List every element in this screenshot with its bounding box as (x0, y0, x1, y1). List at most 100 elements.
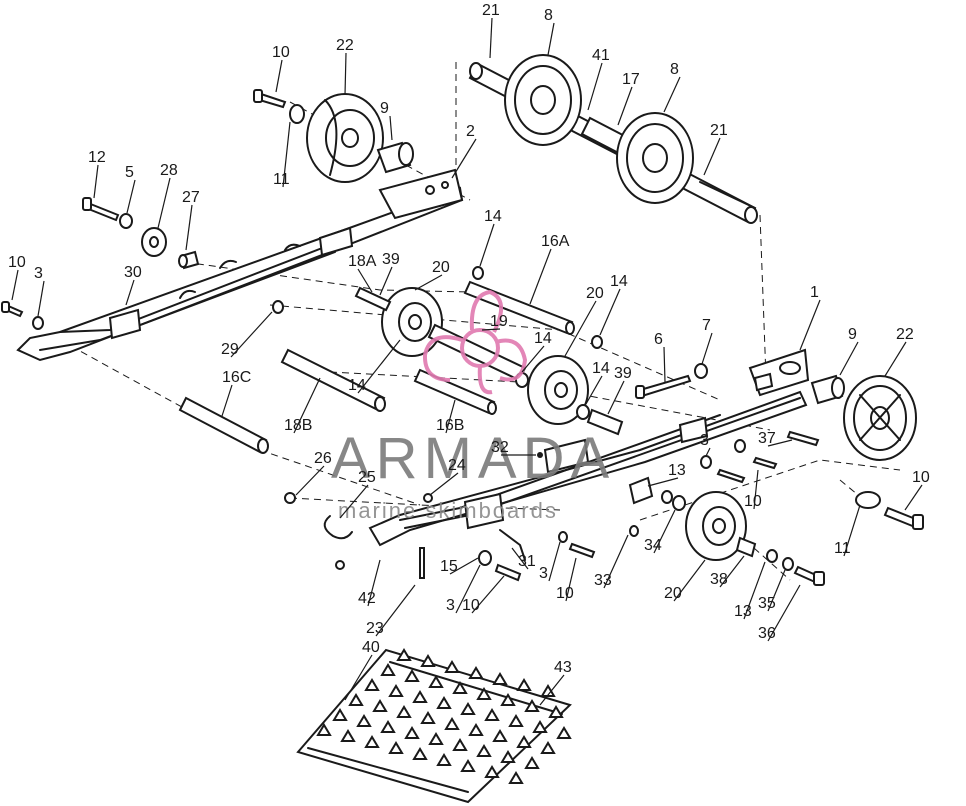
track-cleat (348, 693, 364, 706)
track-cleat (428, 732, 444, 745)
track-cleat (428, 675, 444, 688)
watermark: ARMADA marine skimboards (331, 289, 609, 523)
callout-label-c34: 34 (644, 537, 662, 554)
callout-label-c30: 30 (124, 264, 142, 281)
spacer-27 (178, 250, 200, 270)
callout-label-c3d: 3 (446, 597, 455, 614)
callout-leader-c14a (479, 223, 495, 267)
track-cleat (508, 714, 524, 727)
track-cleat (372, 699, 388, 712)
track-cleat (508, 771, 524, 784)
axle-18A (354, 286, 392, 312)
callout-leader-c3b (705, 447, 711, 457)
callout-label-c26: 26 (314, 450, 332, 467)
bolt-10-right-far (883, 506, 924, 530)
washer-14-d (576, 404, 590, 420)
callout-leader-c36 (767, 584, 801, 642)
track-cleat (420, 711, 436, 724)
callout-leader-c3c (548, 541, 561, 582)
washer-14-a (472, 266, 484, 280)
callout-leader-c30 (125, 279, 135, 306)
callout-label-c14d: 14 (592, 360, 610, 377)
callout-leader-c41 (587, 62, 603, 111)
bolt-10-upper (253, 89, 287, 109)
callout-leader-c13b (743, 561, 766, 620)
track-cleat (364, 678, 380, 691)
track-cleats (316, 648, 572, 784)
track-cleat (468, 723, 484, 736)
callout-leader-c10a (275, 59, 283, 93)
callout-leader-c39a (379, 266, 393, 296)
track-cleat (380, 663, 396, 676)
washer-34 (672, 495, 686, 511)
callout-label-c16C: 16C (222, 369, 251, 386)
callout-label-c15: 15 (440, 558, 458, 575)
callout-label-c21a: 21 (482, 2, 500, 19)
callout-label-c10f: 10 (462, 597, 480, 614)
callout-leader-c14d (585, 375, 603, 405)
track-cleat (444, 717, 460, 730)
callout-label-c35: 35 (758, 595, 776, 612)
callout-leader-c29 (230, 311, 273, 358)
callout-label-c3c: 3 (539, 565, 548, 582)
callout-leader-c18A (357, 268, 373, 293)
callout-label-c31: 31 (518, 553, 536, 570)
callout-label-c24: 24 (448, 457, 466, 474)
callout-leader-c28 (157, 177, 171, 229)
bolt-10-left (1, 301, 24, 318)
track-cleat (436, 696, 452, 709)
callout-label-c38: 38 (710, 571, 728, 588)
track-cleat (364, 735, 380, 748)
screw-23 (419, 547, 425, 579)
spacer-9-upper (376, 141, 414, 174)
callout-leader-c8a (547, 22, 555, 56)
callout-label-c41: 41 (592, 47, 610, 64)
callout-leader-c39b (607, 380, 625, 415)
callout-label-c16B: 16B (436, 417, 464, 434)
callout-leader-c11a (282, 121, 291, 188)
track-cleat (532, 720, 548, 733)
callout-leader-c27 (185, 204, 193, 251)
track-cleat (452, 681, 468, 694)
callout-label-c42: 42 (358, 590, 376, 607)
washer-29 (272, 300, 284, 314)
track-cleat (412, 690, 428, 703)
callout-label-c14b: 14 (610, 273, 628, 290)
bolt-12 (82, 197, 120, 222)
callout-leader-c22a (344, 52, 347, 96)
callout-label-c13a: 13 (668, 462, 686, 479)
callout-leader-c3a (37, 280, 45, 317)
track-cleat (484, 765, 500, 778)
bolt-36 (793, 565, 825, 586)
callout-label-c14e: 14 (348, 377, 366, 394)
callout-label-c10a: 10 (272, 44, 290, 61)
track-cleat (404, 726, 420, 739)
track-cleat (468, 666, 484, 679)
callout-leader-c10b (11, 269, 19, 301)
callout-label-c10b: 10 (8, 254, 26, 271)
track-cleat (548, 705, 564, 718)
track-cleat (484, 708, 500, 721)
track-cleat (524, 699, 540, 712)
callout-label-c16A: 16A (541, 233, 570, 250)
callout-label-c10e: 10 (556, 585, 574, 602)
callout-leader-c16B (445, 399, 456, 434)
wheel-20-left-mid (381, 287, 443, 357)
callout-label-c11b: 11 (834, 540, 851, 557)
track-cleat (492, 672, 508, 685)
callout-leader-c1 (799, 299, 821, 351)
spacer-39 (586, 408, 624, 436)
track-cleat (380, 720, 396, 733)
nut-32 (537, 452, 543, 458)
callout-label-c21b: 21 (710, 122, 728, 139)
callout-leader-c14c (521, 345, 545, 373)
track-cleat (556, 726, 572, 739)
callout-leader-c31 (511, 547, 529, 570)
track-cleat (452, 738, 468, 751)
callout-leader-c14b (599, 288, 621, 336)
axle-16A (463, 280, 575, 335)
callout-label-c8a: 8 (544, 7, 553, 24)
callout-leader-c25 (339, 484, 369, 519)
callout-label-c12: 12 (88, 149, 106, 166)
